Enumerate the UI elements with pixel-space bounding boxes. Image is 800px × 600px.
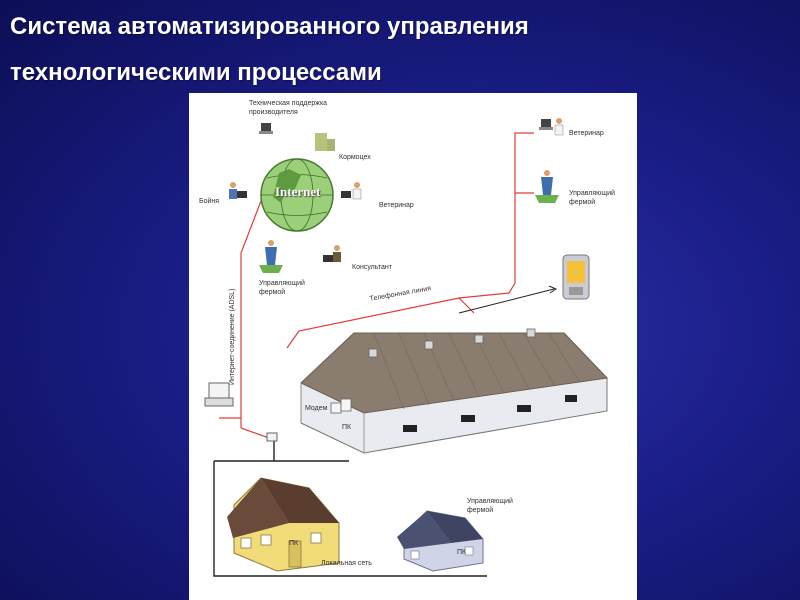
manager-right-person-icon (535, 170, 559, 203)
label-slaughter: Бойня (199, 198, 220, 205)
tech-support-computer-icon (259, 123, 273, 134)
barn-building (300, 328, 609, 454)
internet-globe-label: Internet (275, 184, 321, 199)
label-internet-connection: Интернет-соединение (ADSL) (229, 288, 236, 385)
label-tech-support: Техническая поддержка производителя (249, 100, 328, 116)
mobile-phone-icon (562, 254, 590, 300)
network-lines (219, 132, 534, 439)
diagram-canvas (204, 118, 609, 577)
lan-lines (213, 438, 487, 577)
vet-right-person-icon (539, 118, 564, 136)
adsl-modem-box-icon (266, 432, 278, 442)
slide-title: Система автоматизированного управления т… (10, 4, 790, 96)
label-pc-small-house: ПК (457, 549, 467, 556)
slide-title-line-1: Система автоматизированного управления (10, 13, 529, 40)
label-local-network: Локальная сеть (321, 560, 372, 567)
consultant-person-icon (323, 245, 341, 262)
internet-globe-icon (260, 158, 334, 232)
label-modem: Модем (305, 405, 328, 412)
manager-house-small (397, 510, 484, 572)
label-manager-right: Управляющий фермой (569, 190, 615, 206)
slide-title-line-2: технологическими процессами (10, 59, 382, 86)
label-manager-house: Управляющий фермой (467, 498, 513, 514)
manager-left-person-icon (259, 240, 283, 273)
admin-computer-icon (204, 382, 234, 407)
label-feed-shop: Кормоцех (339, 154, 371, 161)
label-manager-left: Управляющий фермой (259, 280, 305, 296)
slaughter-person-icon (229, 182, 247, 199)
label-vet-right: Ветеринар (569, 130, 604, 137)
label-pc-house: ПК (289, 540, 299, 547)
label-pc-barn: ПК (342, 424, 352, 431)
phone-signal-arrow (458, 288, 555, 314)
farm-automation-diagram: Техническая поддержка производителя Корм… (189, 93, 637, 600)
feed-shop-building-icon (315, 133, 335, 151)
manager-house-large (227, 477, 340, 572)
label-vet-left: Ветеринар (379, 202, 414, 209)
label-consultant: Консультант (352, 264, 392, 271)
vet-left-person-icon (341, 182, 362, 200)
